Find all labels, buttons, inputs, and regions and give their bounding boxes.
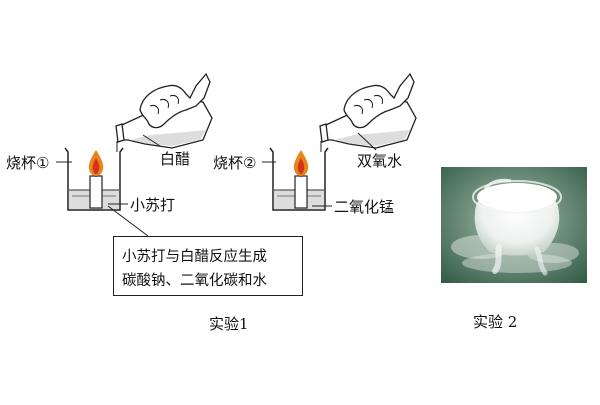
caption-experiment2: 实验 2 — [473, 313, 518, 331]
bottle-and-hand-1 — [115, 72, 213, 149]
baking-soda-label: 小苏打 — [130, 196, 176, 214]
beaker1-label: 烧杯① — [6, 154, 50, 172]
bottle-and-hand-2 — [319, 72, 417, 149]
flame-icon — [293, 150, 309, 176]
experiment1-apparatus — [56, 72, 213, 237]
peroxide-label: 双氧水 — [357, 152, 403, 170]
leader-note — [107, 205, 149, 237]
mno2-label: 二氧化锰 — [334, 198, 395, 216]
candle-2 — [294, 172, 308, 209]
leader-peroxide — [357, 132, 377, 151]
flame-icon — [88, 150, 104, 176]
leader-vinegar — [142, 134, 161, 147]
caption-experiment1: 实验1 — [209, 315, 249, 333]
candle-1 — [89, 172, 103, 209]
foam-photo — [441, 167, 587, 283]
vinegar-label: 白醋 — [160, 150, 191, 168]
note-line-1: 小苏打与白醋反应生成 — [122, 249, 267, 265]
reaction-note-box: 小苏打与白醋反应生成 碳酸钠、二氧化碳和水 — [113, 236, 303, 296]
beaker2-label: 烧杯② — [213, 154, 257, 172]
experiment2-apparatus — [262, 72, 417, 211]
note-line-2: 碳酸钠、二氧化碳和水 — [122, 273, 267, 289]
